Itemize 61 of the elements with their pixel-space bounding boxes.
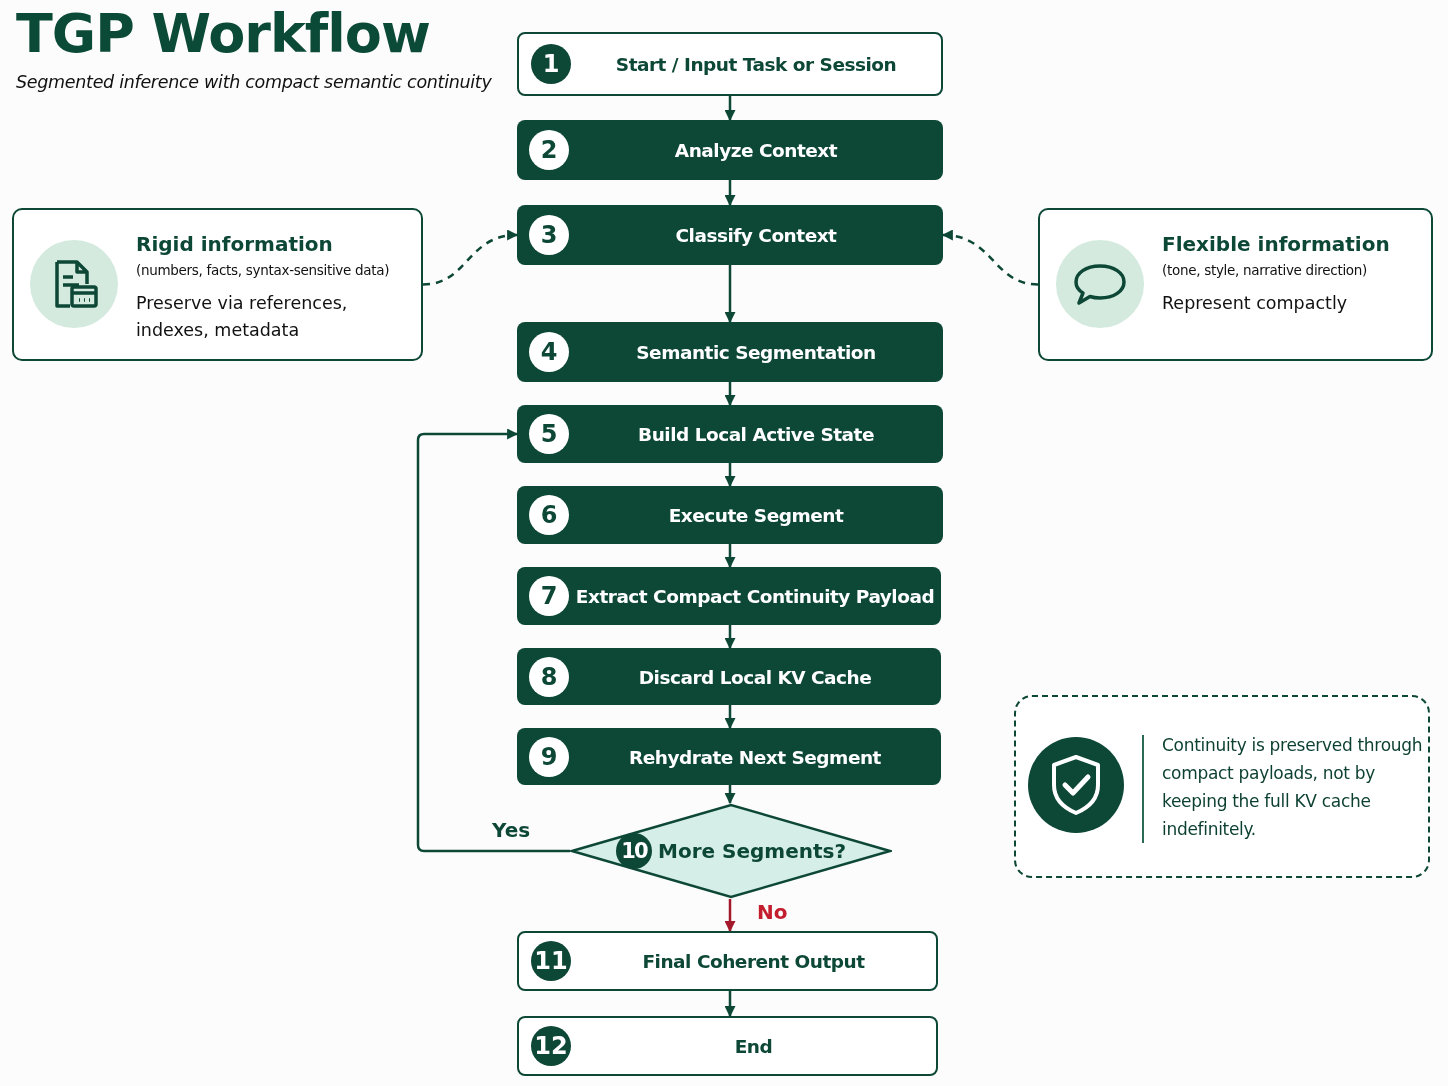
step-label: Classify Context	[674, 224, 838, 246]
step-label: Final Coherent Output	[641, 950, 866, 972]
subtitle: Segmented inference with compact semantic continuity	[16, 72, 492, 92]
info-card	[12, 208, 423, 361]
decision-diamond	[570, 803, 892, 899]
card-heading: Flexible information	[1162, 232, 1390, 256]
step-number: 7	[529, 576, 569, 616]
arrow	[724, 96, 736, 122]
note-text: Continuity is preserved through compact payloads, not by keeping the full KV cache indefinitely.	[1162, 734, 1424, 841]
card-body: Preserve via references, indexes, metadata	[136, 292, 349, 342]
step-label: Extract Compact Continuity Payload	[575, 585, 935, 607]
arrow	[724, 899, 736, 933]
step-number: 5	[529, 414, 569, 454]
step-label: Discard Local KV Cache	[637, 666, 873, 687]
process-box	[517, 648, 941, 705]
terminal-box	[517, 1016, 938, 1076]
step-number: 1	[531, 44, 571, 84]
process-box	[517, 405, 943, 463]
info-card	[1038, 208, 1433, 361]
step-label: Semantic Segmentation	[635, 341, 877, 363]
process-box	[517, 205, 943, 265]
step-number: 2	[529, 130, 569, 170]
process-box	[517, 567, 941, 625]
step-number: 12	[531, 1026, 571, 1066]
step-number: 6	[529, 495, 569, 535]
step-number: 3	[529, 215, 569, 255]
dashed-arrow	[941, 230, 1039, 286]
arrow	[724, 785, 736, 805]
arrow	[724, 382, 736, 407]
process-box	[517, 728, 941, 785]
arrow	[724, 180, 736, 207]
step-number: 4	[529, 332, 569, 372]
step-label: Start / Input Task or Session	[614, 53, 898, 75]
step-number: 8	[529, 656, 569, 697]
step-label: End	[733, 1035, 774, 1057]
card-body: Represent compactly	[1162, 292, 1349, 315]
arrow	[724, 544, 736, 569]
card-heading: Rigid information	[136, 232, 333, 256]
arrow	[724, 625, 736, 650]
arrow	[724, 991, 736, 1018]
dashed-arrow	[422, 230, 519, 286]
arrow	[724, 265, 736, 324]
process-box	[517, 486, 943, 544]
arrow	[724, 705, 736, 730]
step-number: 11	[531, 941, 571, 981]
terminal-box	[517, 931, 938, 991]
title: TGP Workflow	[16, 2, 430, 65]
arrow	[724, 463, 736, 488]
process-box	[517, 322, 943, 382]
note-card	[1014, 695, 1430, 878]
step-number: 9	[529, 736, 569, 777]
process-box	[517, 120, 943, 180]
card-subtitle: (numbers, facts, syntax-sensitive data)	[136, 262, 390, 278]
step-label: Analyze Context	[673, 139, 839, 161]
step-label: Build Local Active State	[637, 423, 875, 445]
arrow	[416, 428, 570, 853]
terminal-box	[517, 32, 943, 96]
step-label: More Segments?	[658, 839, 846, 863]
step-label: Execute Segment	[667, 504, 845, 526]
card-subtitle: (tone, style, narrative direction)	[1162, 262, 1368, 278]
step-label: Rehydrate Next Segment	[628, 746, 882, 767]
